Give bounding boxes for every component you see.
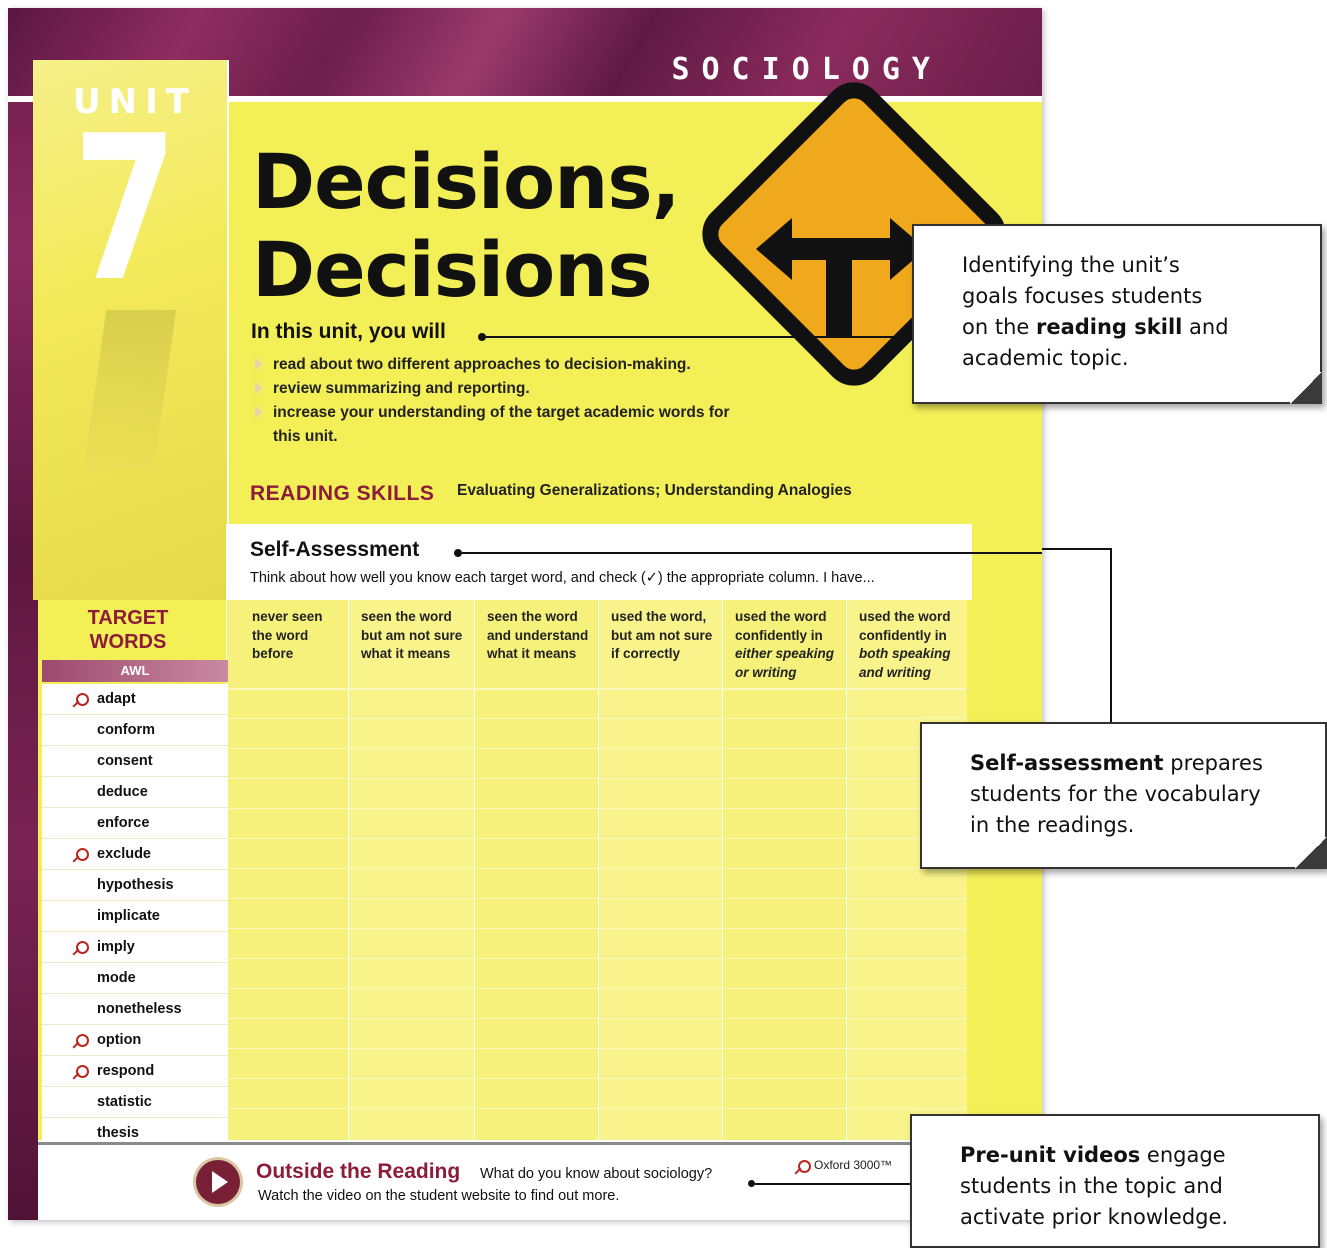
target-word-row: statistic — [42, 1087, 228, 1118]
self-assessment-callout-connector — [1110, 548, 1112, 722]
column-header: used the word, but am not sure if correc… — [611, 609, 713, 661]
target-words-list: adapt conform consent deduce enforce exc… — [42, 684, 228, 1149]
goal-item: increase your understanding of the targe… — [255, 401, 753, 449]
page-curl-icon — [1290, 372, 1322, 404]
target-word-row: adapt — [42, 684, 228, 715]
grid-divider — [226, 1018, 966, 1019]
grid-column: used the word, but am not sure if correc… — [598, 600, 721, 1140]
self-assessment-instruction: Think about how well you know each targe… — [250, 570, 875, 586]
grid-column: used the word confidently in either spea… — [722, 600, 845, 1140]
unit-title-line-2: Decisions — [252, 225, 653, 314]
bottom-divider — [38, 1142, 1042, 1145]
target-word-row: nonetheless — [42, 994, 228, 1025]
reading-skills-text: Evaluating Generalizations; Understandin… — [457, 482, 852, 499]
unit-label: UNIT — [73, 82, 197, 122]
outside-reading-pointer-line — [755, 1183, 920, 1185]
subject-title: SOCIOLOGY — [671, 52, 942, 87]
key-icon — [76, 941, 89, 954]
self-assessment-grid: never seen the word before seen the word… — [226, 600, 967, 1140]
textbook-page: SOCIOLOGY UNIT 7 Decisions, Decisions In… — [8, 8, 1042, 1220]
unit-title-line-1: Decisions, — [252, 137, 680, 226]
grid-divider — [226, 1048, 966, 1049]
outside-reading-subtext: Watch the video on the student website t… — [258, 1188, 620, 1204]
self-assessment-header: Self-Assessment Think about how well you… — [226, 524, 1042, 600]
unit-box: UNIT 7 — [33, 60, 229, 600]
goal-item: read about two different approaches to d… — [255, 353, 753, 377]
page-curl-icon — [1295, 837, 1327, 869]
grid-divider — [226, 898, 966, 899]
grid-divider — [226, 688, 966, 690]
target-word-row: imply — [42, 932, 228, 963]
target-word-row: option — [42, 1025, 228, 1056]
grid-divider — [226, 958, 966, 959]
target-word-row: deduce — [42, 777, 228, 808]
grid-column: seen the word but am not sure what it me… — [348, 600, 473, 1140]
unit-number-shadow — [83, 310, 177, 470]
grid-divider — [226, 838, 966, 839]
reading-skills: READING SKILLS Evaluating Generalization… — [250, 482, 852, 506]
column-header: never seen the word before — [252, 609, 323, 661]
self-assessment-callout: Self-assessment prepares students for th… — [920, 722, 1327, 869]
outside-reading-pointer-dot — [748, 1180, 755, 1187]
target-word-row: hypothesis — [42, 870, 228, 901]
grid-divider — [226, 718, 966, 719]
bullet-arrow-icon — [255, 358, 263, 370]
awl-label: AWL — [42, 660, 228, 682]
grid-divider — [226, 808, 966, 809]
key-icon — [76, 1034, 89, 1047]
grid-column: seen the word and understand what it mea… — [474, 600, 597, 1140]
target-word-row: implicate — [42, 901, 228, 932]
intro-pointer-dot — [478, 333, 486, 341]
grid-divider — [226, 778, 966, 779]
self-assessment-pointer-line — [462, 552, 1042, 554]
target-word-row: mode — [42, 963, 228, 994]
t-junction-arrow-icon — [756, 218, 926, 338]
column-header: used the word confidently in either spea… — [735, 609, 835, 680]
grid-divider — [226, 1078, 966, 1079]
grid-divider — [226, 988, 966, 989]
key-icon — [76, 1065, 89, 1078]
oxford-3000-note: Oxford 3000™ — [798, 1158, 892, 1173]
play-video-icon[interactable] — [196, 1160, 240, 1204]
videos-callout: Pre-unit videos engage students in the t… — [910, 1114, 1320, 1248]
bullet-arrow-icon — [255, 382, 263, 394]
column-header: seen the word but am not sure what it me… — [361, 609, 463, 661]
goal-item: review summarizing and reporting. — [255, 377, 753, 401]
target-word-row: consent — [42, 746, 228, 777]
key-icon — [76, 848, 89, 861]
unit-number: 7 — [73, 93, 178, 326]
grid-divider — [226, 928, 966, 929]
grid-divider — [226, 748, 966, 749]
target-words-heading: TARGET WORDS — [87, 607, 169, 653]
column-header: seen the word and understand what it mea… — [487, 609, 589, 661]
outside-reading-question: What do you know about sociology? — [480, 1166, 713, 1182]
outside-reading-label: Outside the Reading — [256, 1160, 461, 1183]
grid-column: never seen the word before — [226, 600, 347, 1140]
self-assessment-callout-connector — [1042, 548, 1112, 550]
target-word-row: enforce — [42, 808, 228, 839]
bullet-arrow-icon — [255, 406, 263, 418]
target-word-row: exclude — [42, 839, 228, 870]
key-icon — [76, 693, 89, 706]
reading-skills-label: READING SKILLS — [250, 482, 435, 505]
column-header: used the word confidently in both speaki… — [859, 609, 951, 680]
target-word-row: respond — [42, 1056, 228, 1087]
intro-heading: In this unit, you will — [251, 320, 446, 343]
self-assessment-pointer-dot — [454, 549, 462, 557]
grid-divider — [226, 868, 966, 869]
target-word-row: conform — [42, 715, 228, 746]
goals-list: read about two different approaches to d… — [255, 353, 753, 449]
grid-column: used the word confidently in both speaki… — [846, 600, 967, 1140]
goals-callout: Identifying the unit’s goals focuses stu… — [912, 224, 1322, 404]
self-assessment-title: Self-Assessment — [250, 538, 420, 561]
grid-divider — [226, 1108, 966, 1109]
intro-pointer-line — [486, 336, 916, 338]
key-icon — [798, 1160, 811, 1173]
